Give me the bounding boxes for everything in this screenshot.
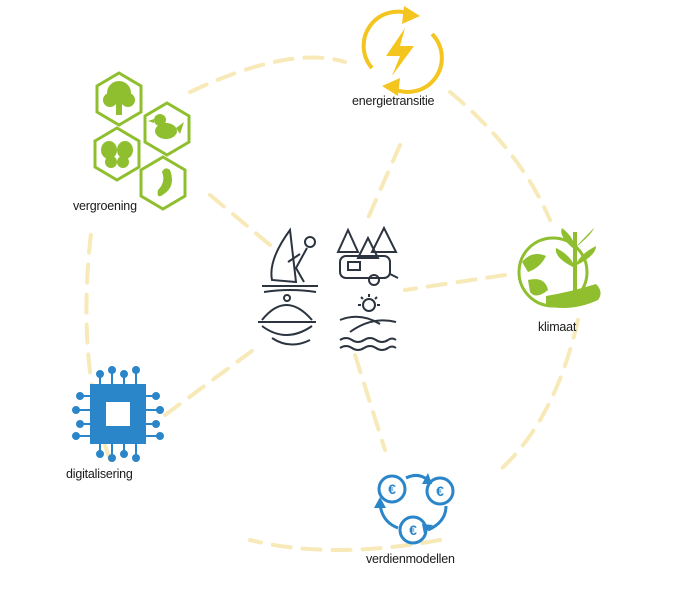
euro-sign-icon: € <box>388 481 396 497</box>
tree-icon <box>103 81 135 115</box>
globe-plant-icon <box>517 228 601 308</box>
label-klimaat: klimaat <box>538 320 577 334</box>
food-cloche-icon <box>258 294 316 346</box>
butterfly-icon <box>101 141 133 168</box>
label-digitalisering: digitalisering <box>66 467 133 481</box>
dashed-spokes <box>163 143 507 452</box>
caterpillar-icon <box>157 168 172 197</box>
euro-sign-icon: € <box>409 522 417 538</box>
label-energietransitie: energietransitie <box>352 94 435 108</box>
lightning-cycle-icon <box>361 6 444 96</box>
dashed-ring <box>84 55 580 552</box>
sun-landscape-icon <box>339 294 397 351</box>
microchip-icon <box>72 366 164 462</box>
caravan-forest-icon <box>336 225 399 286</box>
windsurfer-icon <box>262 227 318 293</box>
euro-sign-icon: € <box>436 483 444 499</box>
label-verdienmodellen: verdienmodellen <box>366 552 455 566</box>
label-vergroening: vergroening <box>73 199 137 213</box>
bird-icon <box>148 114 184 139</box>
euro-cycle-icon <box>374 473 455 545</box>
nature-hexagons-icon <box>93 71 191 211</box>
